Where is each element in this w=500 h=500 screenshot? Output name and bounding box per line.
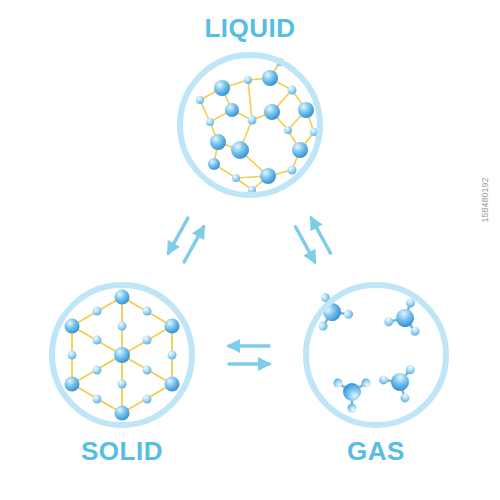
transition-arrow: [311, 218, 330, 253]
circle-border: [52, 285, 192, 425]
transition-arrow: [229, 362, 269, 366]
state-circle: GAS: [303, 282, 449, 428]
state-circle: SOLID: [49, 282, 195, 428]
transition-arrow: [229, 344, 269, 348]
watermark-number: 158480192: [480, 177, 490, 222]
circle-outline: [49, 282, 195, 428]
state-name: LIQUID: [204, 13, 295, 44]
circle-outline: [177, 52, 323, 198]
state-circle: LIQUID: [177, 52, 323, 198]
transition-arrow: [184, 227, 203, 262]
transition-arrow: [295, 227, 314, 262]
circle-border: [180, 55, 320, 195]
circle-border: [306, 285, 446, 425]
transition-arrow: [168, 218, 187, 253]
state-name: GAS: [347, 436, 405, 467]
circle-outline: [303, 282, 449, 428]
state-name: SOLID: [81, 436, 163, 467]
